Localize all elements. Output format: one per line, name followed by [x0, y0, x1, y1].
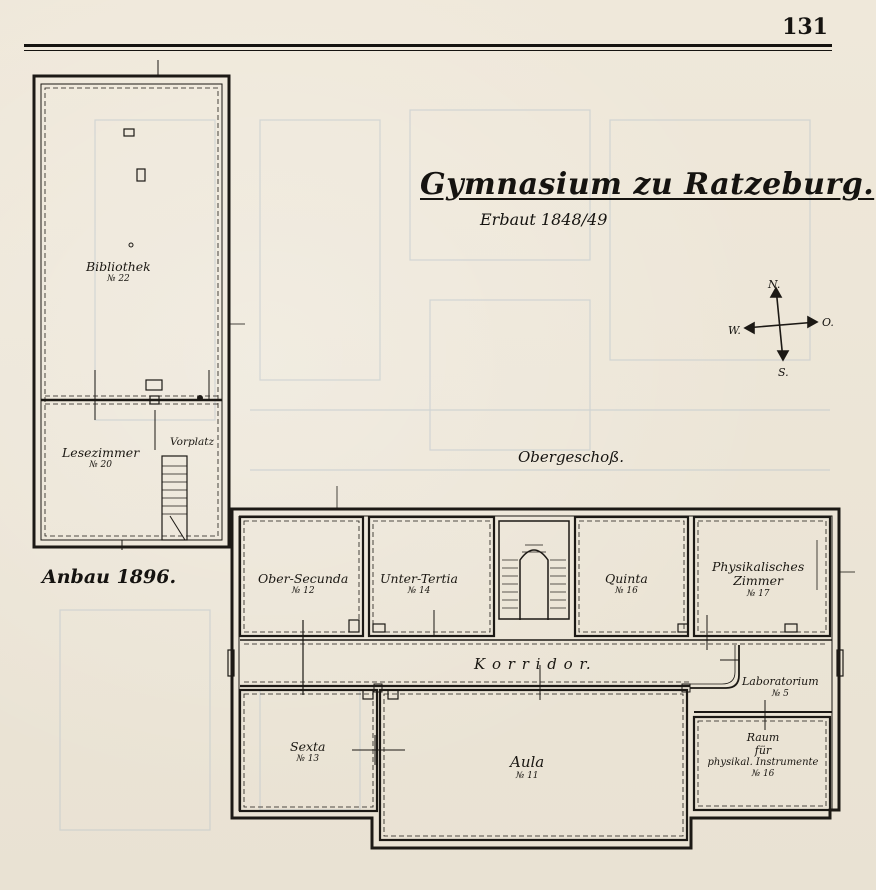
room-name: Physikalisches: [712, 559, 805, 574]
room-number: № 12: [291, 586, 315, 597]
room-name: Sexta: [290, 739, 326, 754]
compass-north-label: N.: [768, 278, 781, 291]
compass-east-label: O.: [822, 316, 834, 329]
room-number: № 20: [89, 460, 113, 471]
room-name: Laboratorium: [742, 675, 819, 688]
room-korridor: K o r r i d o r.: [474, 655, 592, 673]
room-number: № 16: [751, 768, 775, 779]
room-number: № 13: [296, 754, 320, 765]
room-number: № 5: [771, 688, 789, 699]
room-name-3: physikal. Instrumente: [707, 757, 819, 769]
room-bibliothek: Bibliothek № 22: [86, 259, 151, 285]
compass-rose: [743, 286, 819, 362]
room-aula: Aula № 11: [510, 753, 545, 782]
room-number: № 11: [515, 771, 539, 782]
compass-south-label: S.: [778, 366, 789, 379]
header-rule-thick: [24, 44, 832, 47]
compass-west-label: W.: [728, 324, 741, 337]
room-quinta: Quinta № 16: [605, 571, 648, 597]
main-building-plan: [227, 486, 855, 850]
annex-plan: [32, 60, 245, 550]
room-name: Aula: [510, 753, 545, 771]
room-name-2: für: [754, 743, 772, 757]
room-physikalisches-zimmer: Physikalisches Zimmer № 17: [712, 559, 805, 599]
header-rule-thin: [24, 50, 832, 51]
floor-label: Obergeschoß.: [518, 448, 625, 466]
room-number: № 22: [106, 274, 130, 285]
room-name: K o r r i d o r.: [474, 655, 592, 673]
room-name-2: Zimmer: [733, 573, 783, 589]
room-sexta: Sexta № 13: [290, 739, 326, 765]
drawing-subtitle: Erbaut 1848/49: [480, 210, 608, 229]
room-laboratorium: Laboratorium № 5: [742, 675, 819, 699]
room-name: Unter-Tertia: [380, 571, 458, 586]
room-lesezimmer: Lesezimmer № 20: [62, 445, 140, 471]
annex-label: Anbau 1896.: [42, 566, 177, 588]
room-number: № 14: [407, 586, 431, 597]
room-vorplatz: Vorplatz: [170, 436, 214, 448]
room-name: Quinta: [605, 571, 648, 586]
room-number: № 16: [614, 586, 638, 597]
drawing-title: Gymnasium zu Ratzeburg.: [420, 167, 875, 202]
bleed-through-lines: [59, 109, 830, 831]
room-name: Lesezimmer: [62, 445, 140, 460]
room-ober-secunda: Ober-Secunda № 12: [258, 571, 349, 597]
room-unter-tertia: Unter-Tertia № 14: [380, 571, 458, 597]
room-number: № 17: [746, 588, 770, 599]
room-name: Vorplatz: [170, 436, 215, 448]
room-raum-instrumente: Raum für physikal. Instrumente № 16: [696, 731, 830, 779]
page-number: 131: [782, 14, 828, 40]
room-name: Ober-Secunda: [258, 571, 349, 586]
room-name: Bibliothek: [86, 259, 151, 274]
room-name: Raum: [746, 731, 780, 744]
